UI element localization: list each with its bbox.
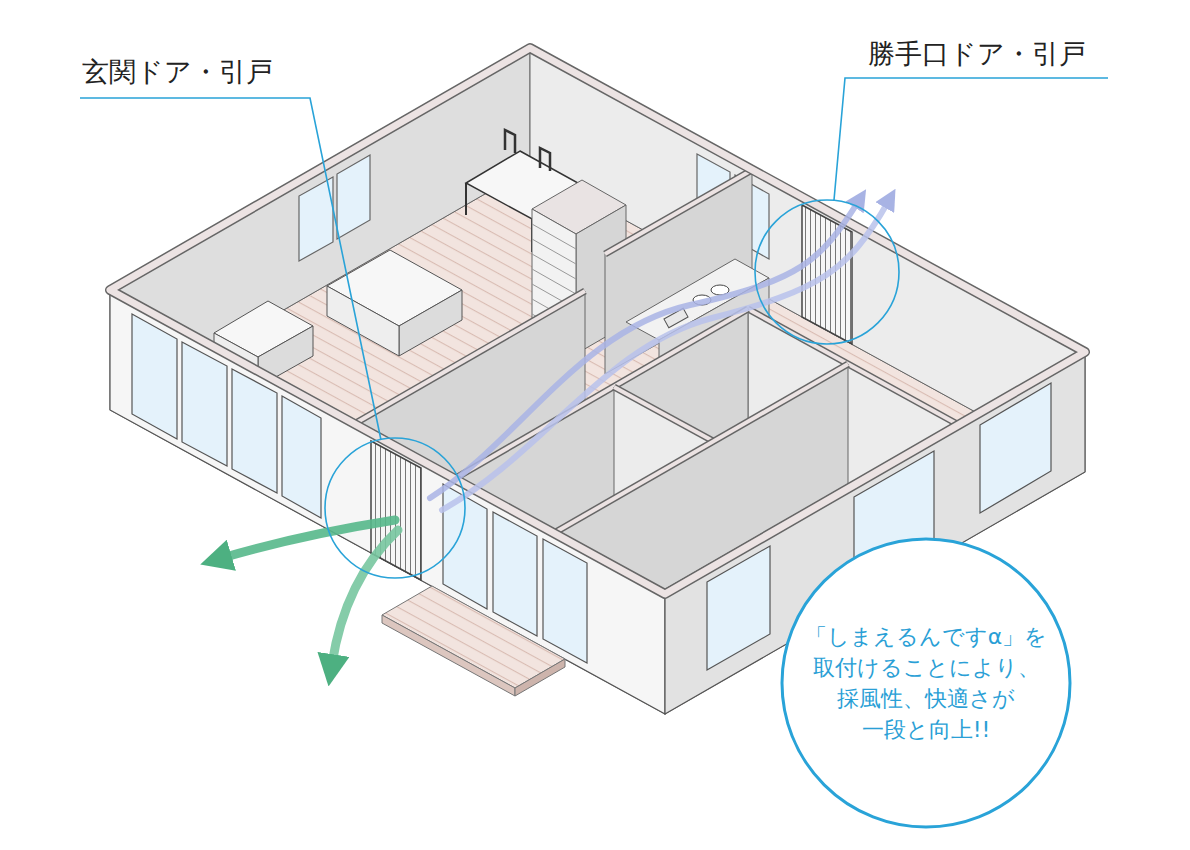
window <box>182 342 227 466</box>
callout-ring <box>755 200 899 344</box>
airflow-arrow <box>222 202 888 664</box>
window <box>337 155 370 239</box>
airflow-arrow <box>442 202 888 510</box>
sofa <box>327 286 399 356</box>
circle-outline <box>780 537 1072 829</box>
window <box>132 314 177 439</box>
window <box>232 369 277 493</box>
part-label: 玄関ドア・引戸 <box>82 56 273 88</box>
window <box>299 177 333 261</box>
dining-table <box>505 130 550 171</box>
window <box>282 396 321 518</box>
callout-ring <box>80 78 1108 578</box>
partition-wall <box>554 364 848 533</box>
wall-top <box>110 48 1085 594</box>
sofa <box>399 290 462 356</box>
exterior-wall <box>110 290 665 714</box>
window <box>493 512 537 636</box>
wall-top <box>110 48 1085 594</box>
partition-wall <box>554 364 848 533</box>
callout-ring <box>80 98 381 440</box>
circle-outline <box>782 539 1070 827</box>
callout-ring <box>325 438 465 578</box>
callout-text: 「しまえるんですα」を 取付けることにより、 採風性、快適さが 一段と向上!! <box>802 621 1050 746</box>
dining-table <box>465 183 467 215</box>
partition-wall <box>605 170 752 254</box>
deck <box>382 615 515 696</box>
partition-wall <box>605 170 752 254</box>
deck <box>515 659 565 696</box>
partition-wall <box>354 291 585 424</box>
window <box>543 539 587 663</box>
partition-wall <box>354 291 585 424</box>
callout-circle: 「しまえるんですα」を 取付けることにより、 採風性、快適さが 一段と向上!! <box>780 537 1072 829</box>
wall-top <box>110 48 1085 594</box>
airflow-arrow <box>222 520 395 558</box>
part-label: 勝手口ドア・引戸 <box>868 38 1086 70</box>
airflow-arrow <box>332 530 398 664</box>
callout-ring <box>834 78 1108 200</box>
deck <box>382 586 565 696</box>
